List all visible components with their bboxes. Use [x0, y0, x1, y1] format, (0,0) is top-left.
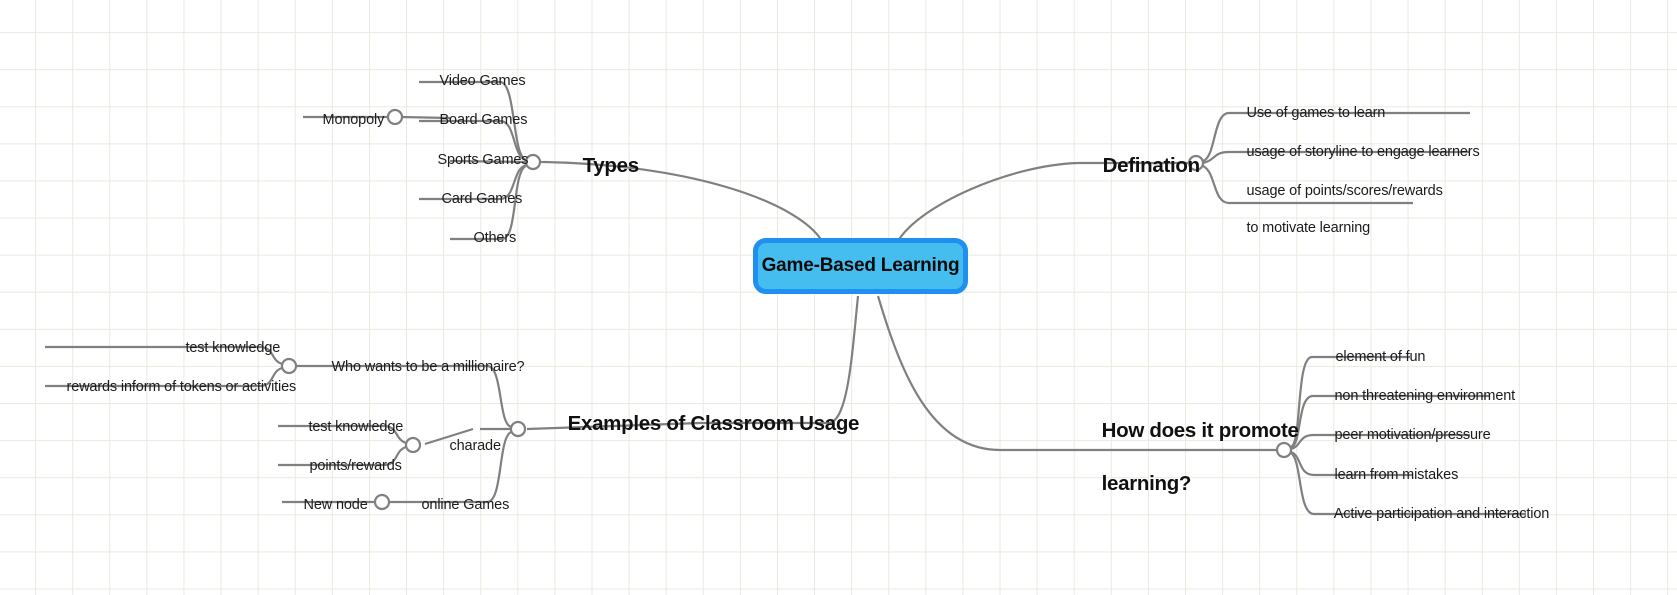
node-test-knowledge-a-text: test knowledge — [185, 339, 281, 356]
wire-root-promote — [876, 295, 1100, 452]
root-node-label: Game-Based Learning — [761, 255, 960, 276]
node-test-knowledge-b[interactable]: test knowledge — [293, 399, 404, 455]
branch-label-types[interactable]: Types — [561, 127, 640, 206]
node-usage-points[interactable]: usage of points/scores/rewards to motiva… — [1231, 163, 1443, 256]
node-usage-points-line1: usage of points/scores/rewards — [1246, 182, 1443, 199]
node-test-knowledge-a[interactable]: test knowledge — [170, 320, 281, 376]
node-monopoly[interactable]: Monopoly — [307, 92, 385, 148]
root-node[interactable]: Game-Based Learning — [753, 238, 968, 294]
branch-label-examples[interactable]: Examples of Classroom Usage — [546, 385, 860, 464]
connector-board-hub[interactable] — [386, 108, 404, 126]
node-use-of-games-text: Use of games to learn — [1246, 104, 1386, 121]
node-peer-motivation-text: peer motivation/pressure — [1334, 426, 1491, 443]
connector-online-hub[interactable] — [373, 493, 391, 511]
node-others[interactable]: Others — [458, 210, 517, 266]
connector-charade-hub[interactable] — [404, 436, 422, 454]
wire-root-defination — [897, 161, 1079, 242]
node-rewards-tokens[interactable]: rewards inform of tokens or activities — [51, 359, 297, 415]
branch-label-defination[interactable]: Defination — [1081, 127, 1201, 206]
branch-label-defination-text: Defination — [1102, 154, 1201, 178]
node-usage-storyline-text: usage of storyline to engage learners — [1246, 143, 1480, 160]
node-monopoly-text: Monopoly — [322, 111, 385, 128]
node-new-node[interactable]: New node — [288, 477, 368, 533]
node-points-rewards[interactable]: points/rewards — [294, 438, 402, 494]
node-card-games[interactable]: Card Games — [426, 171, 523, 227]
node-peer-motivation[interactable]: peer motivation/pressure — [1319, 407, 1491, 463]
node-use-of-games[interactable]: Use of games to learn — [1231, 85, 1386, 141]
node-video-games[interactable]: Video Games — [424, 53, 526, 109]
node-board-games-text: Board Games — [439, 111, 528, 128]
node-active-participation-text: Active participation and interaction — [1333, 505, 1550, 522]
node-sports-games[interactable]: Sports Games — [422, 132, 529, 188]
node-charade-text: charade — [449, 437, 502, 454]
node-non-threatening-text: non threatening environment — [1334, 387, 1516, 404]
node-points-rewards-text: points/rewards — [309, 457, 402, 474]
node-usage-points-line2: to motivate learning — [1246, 219, 1371, 236]
node-rewards-tokens-text: rewards inform of tokens or activities — [66, 378, 297, 395]
node-card-games-text: Card Games — [441, 190, 523, 207]
node-non-threatening[interactable]: non threatening environment — [1319, 368, 1516, 424]
branch-label-examples-text: Examples of Classroom Usage — [567, 412, 860, 436]
node-element-of-fun[interactable]: element of fun — [1320, 329, 1426, 385]
node-online-games[interactable]: online Games — [406, 477, 510, 533]
node-usage-storyline[interactable]: usage of storyline to engage learners — [1231, 124, 1480, 180]
node-element-of-fun-text: element of fun — [1335, 348, 1426, 365]
branch-label-promote-line2: learning? — [1101, 471, 1192, 495]
node-millionaire-text: Who wants to be a millionaire? — [331, 358, 525, 375]
node-test-knowledge-b-text: test knowledge — [308, 418, 404, 435]
node-learn-mistakes[interactable]: learn from mistakes — [1319, 447, 1459, 503]
node-new-node-text: New node — [303, 496, 368, 513]
branch-label-types-text: Types — [582, 154, 640, 178]
connector-examples-hub[interactable] — [509, 420, 527, 438]
node-charade[interactable]: charade — [434, 418, 502, 474]
node-sports-games-text: Sports Games — [437, 151, 529, 168]
node-others-text: Others — [473, 229, 517, 246]
branch-label-promote-line1: How does it promote — [1101, 419, 1299, 443]
node-millionaire[interactable]: Who wants to be a millionaire? — [316, 339, 525, 395]
branch-label-promote[interactable]: How does it promote learning? — [1080, 392, 1299, 523]
node-video-games-text: Video Games — [439, 72, 526, 89]
node-online-games-text: online Games — [421, 496, 510, 513]
node-learn-mistakes-text: learn from mistakes — [1334, 466, 1459, 483]
node-board-games[interactable]: Board Games — [424, 92, 528, 148]
node-active-participation[interactable]: Active participation and interaction — [1319, 486, 1550, 542]
